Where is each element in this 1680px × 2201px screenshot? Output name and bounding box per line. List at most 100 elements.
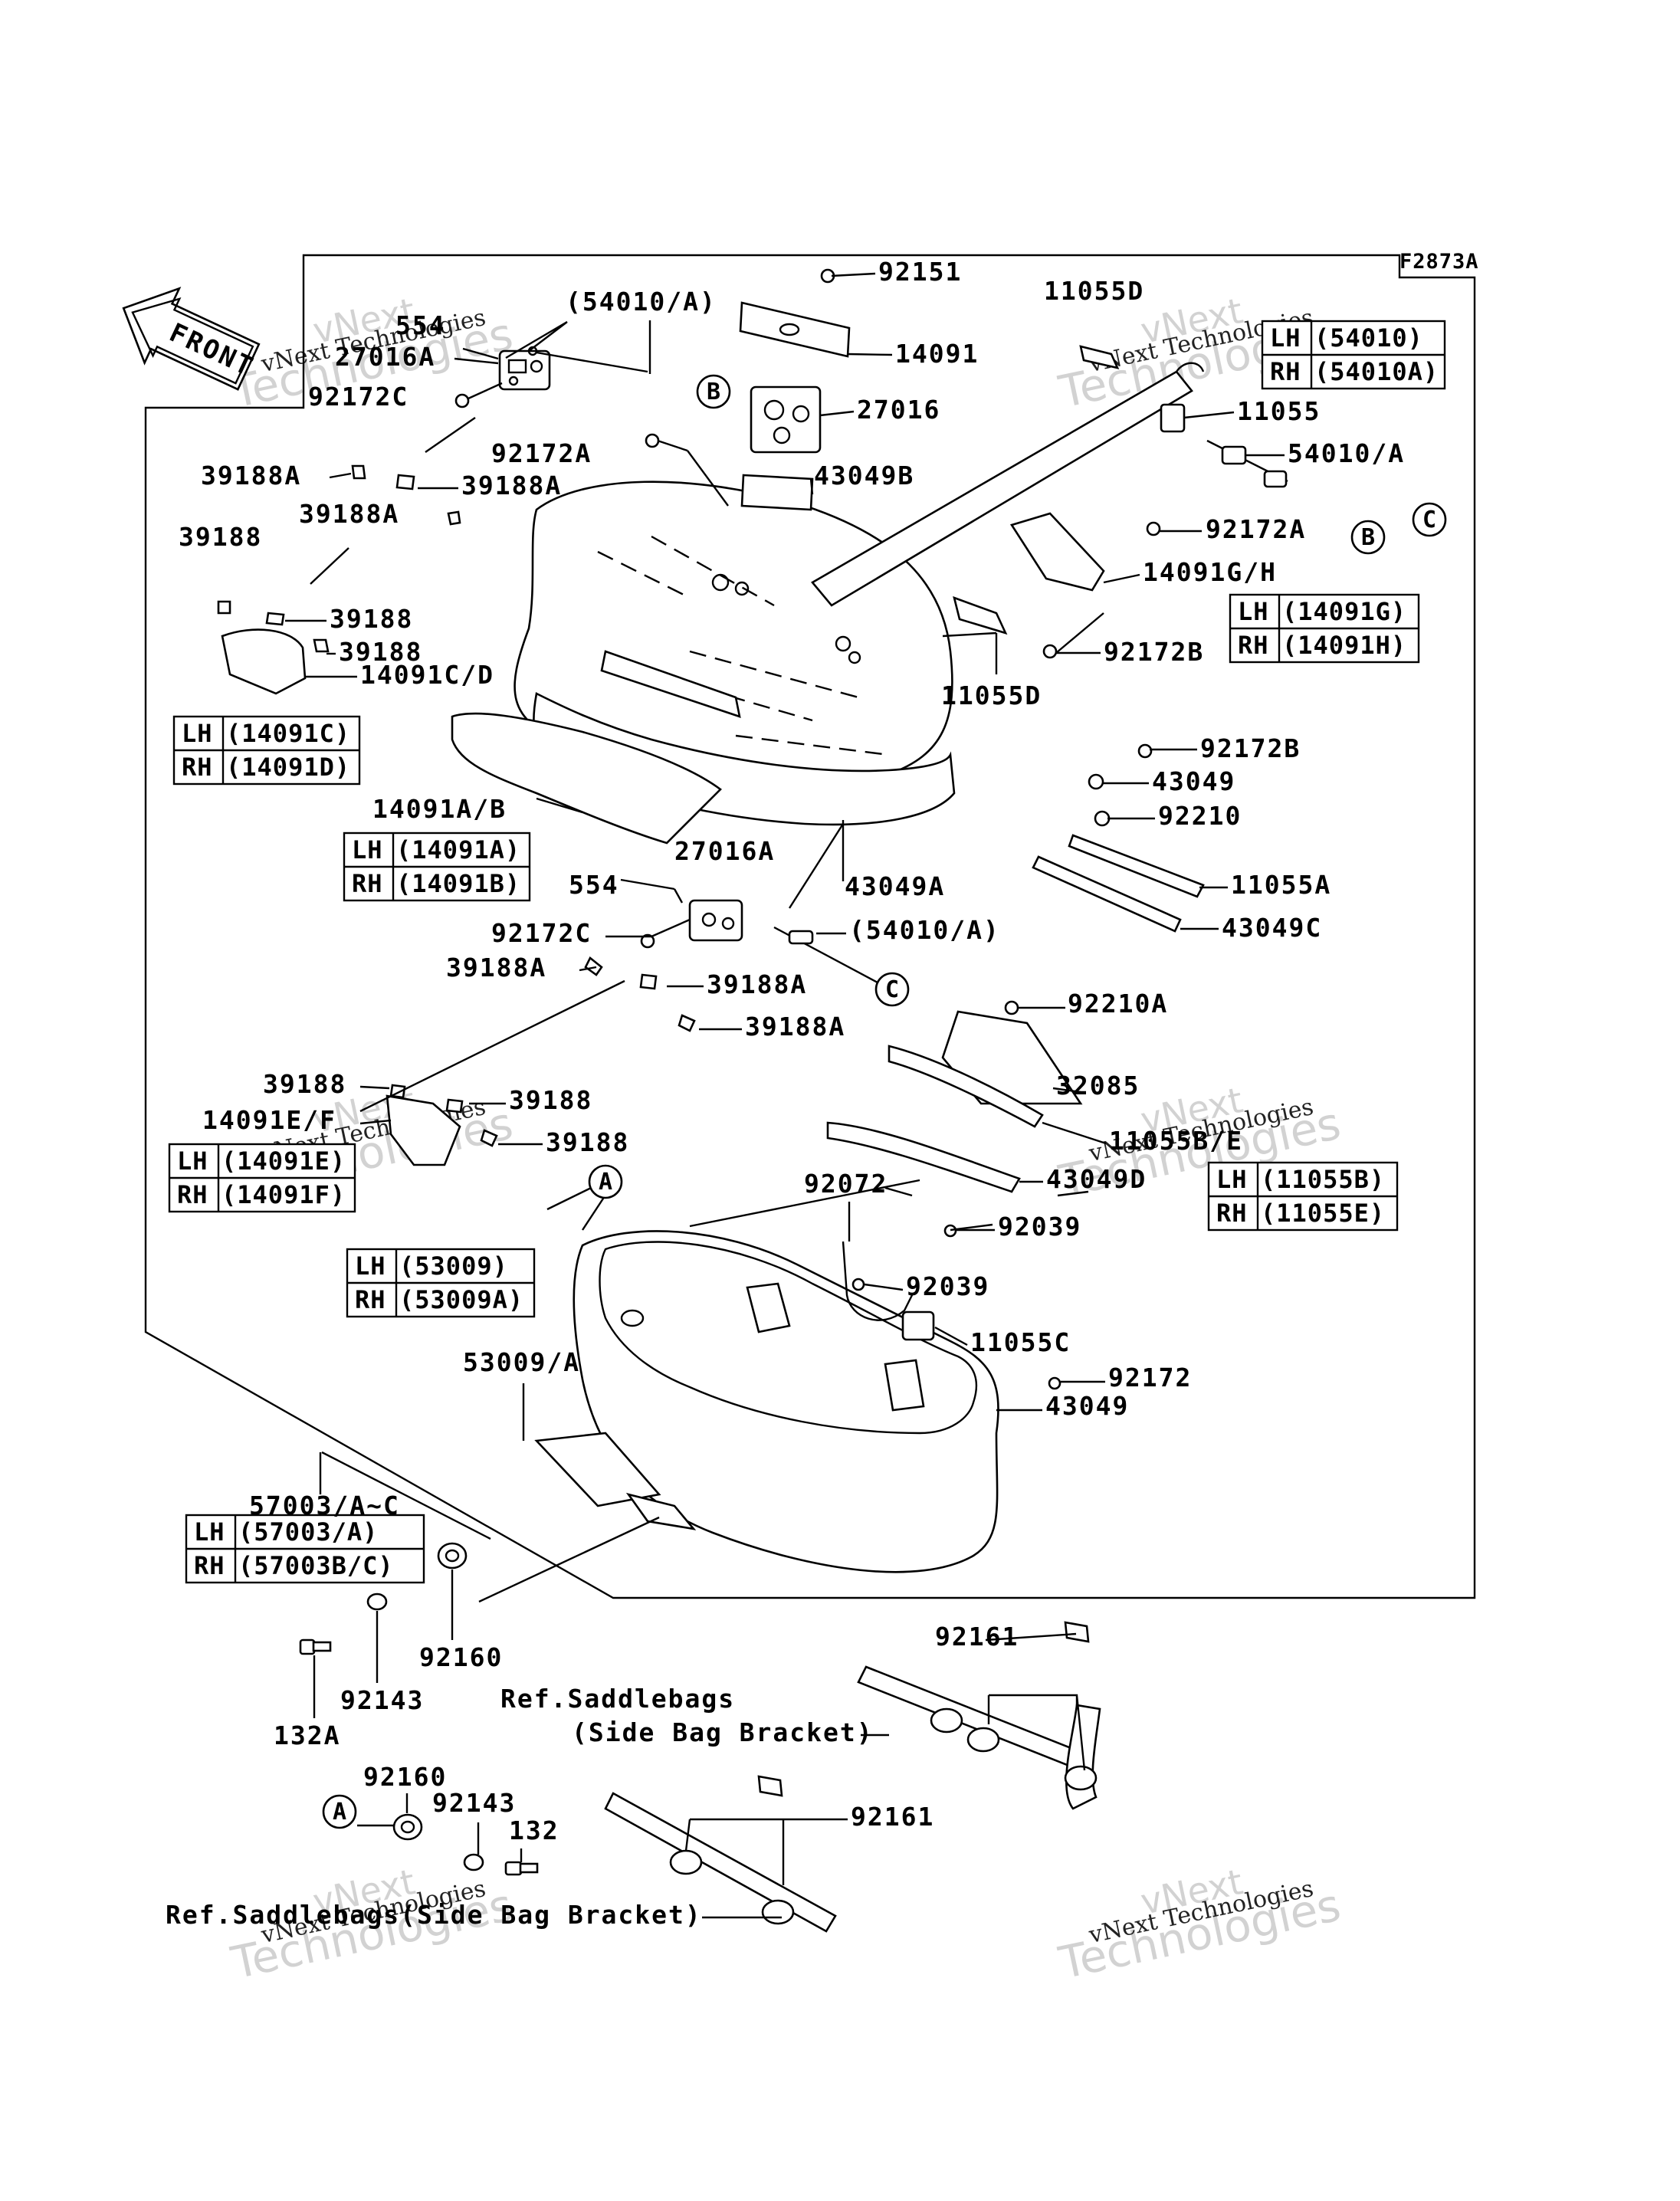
part-label: 39188	[339, 637, 422, 667]
reference-callout: B	[1350, 520, 1386, 555]
part-label: 92160	[419, 1642, 503, 1672]
part-label: 39188	[179, 522, 262, 552]
table-side: LH	[352, 835, 383, 864]
leader-lines	[285, 272, 1285, 1919]
collar-92143-lower	[463, 1853, 484, 1871]
table-side: LH	[1270, 323, 1301, 353]
part-label: 39188A	[461, 471, 562, 500]
strap-92072	[842, 1241, 914, 1321]
part-label: 39188A	[201, 461, 301, 490]
table-side: RH	[355, 1285, 386, 1314]
part-label: Ref.Saddlebags(Side Bag Bracket)	[166, 1900, 702, 1930]
reference-callout: B	[696, 374, 731, 409]
part-label: 27016	[857, 395, 940, 425]
side-cover-14091CD	[221, 628, 307, 695]
bolt-132A	[299, 1638, 332, 1655]
lid-latch-27016A	[498, 349, 551, 391]
grommet-92160	[437, 1542, 468, 1570]
part-label: 92210A	[1068, 989, 1168, 1018]
part-label: 11055	[1237, 396, 1321, 426]
part-label: 11055D	[1044, 276, 1144, 306]
callout-letter: B	[1361, 524, 1375, 551]
assembly-frame	[144, 254, 1476, 1599]
table-part-number: (53009A)	[399, 1285, 523, 1314]
table-side: RH	[1238, 631, 1269, 660]
lh-rh-table: LH(11055B)RH(11055E)	[1207, 1161, 1399, 1232]
reference-callouts: A A B B C C	[322, 374, 1447, 1829]
part-label: 92172B	[1200, 733, 1301, 763]
figure-code: F2873A	[1399, 250, 1479, 274]
table-part-number: (14091B)	[396, 869, 520, 898]
bag-mount-53009-lower	[625, 1492, 697, 1530]
lh-rh-table: LH(14091E)RH(14091F)	[168, 1143, 356, 1213]
part-label: 11055C	[970, 1327, 1071, 1357]
table-part-number: (57003B/C)	[238, 1551, 394, 1580]
callout-letter: B	[707, 379, 720, 405]
table-side: LH	[194, 1517, 225, 1547]
table-part-number: (54010A)	[1314, 357, 1439, 386]
part-label: 92172C	[308, 382, 409, 412]
lid-trim-rail	[451, 712, 722, 845]
table-part-number: (11055E)	[1261, 1199, 1385, 1228]
part-label: 39188A	[707, 969, 807, 999]
part-label: 43049	[1045, 1391, 1129, 1421]
saddlebag-case	[573, 1230, 999, 1573]
part-label: (54010/A)	[566, 287, 717, 317]
table-part-number: (14091H)	[1282, 631, 1406, 660]
lh-rh-table: LH (54010) RH (54010A)	[1261, 320, 1446, 390]
bag-mount-53009	[534, 1432, 661, 1507]
bracket-11055D-top	[1079, 345, 1120, 369]
lh-rh-table: LH(14091C)RH(14091D)	[172, 715, 361, 786]
lh-rh-table: LH(57003/A)RH(57003B/C)	[185, 1514, 425, 1584]
part-label: 92172	[1108, 1363, 1192, 1392]
part-label: (54010/A)	[849, 915, 1000, 945]
bracket-11055BE	[888, 1045, 1044, 1128]
part-label: 39188	[509, 1085, 592, 1115]
table-part-number: (14091G)	[1282, 597, 1406, 626]
collar-92143	[366, 1593, 388, 1611]
part-label: 554	[395, 310, 446, 340]
part-label: 32085	[1056, 1071, 1140, 1100]
part-label: 92072	[804, 1169, 888, 1199]
part-label: 14091	[895, 339, 979, 369]
part-label: 92039	[906, 1271, 989, 1301]
part-label: 43049	[1152, 766, 1235, 796]
bar-11055A	[1068, 834, 1205, 898]
lh-rh-table: LH(53009)RH(53009A)	[346, 1248, 536, 1318]
part-label: 39188A	[745, 1012, 845, 1041]
part-label: 92161	[851, 1802, 934, 1832]
callout-letter: A	[599, 1169, 612, 1196]
part-label: 554	[569, 870, 619, 900]
bar-43049C	[1032, 855, 1182, 933]
part-label: 92172A	[491, 438, 592, 468]
reference-callout: C	[874, 972, 910, 1007]
table-side: LH	[182, 719, 213, 748]
gasket-43049D	[826, 1121, 1021, 1193]
table-part-number: (11055B)	[1261, 1165, 1385, 1194]
bracket-11055C	[901, 1310, 935, 1341]
table-side: RH	[1270, 357, 1301, 386]
part-label: 39188A	[446, 953, 546, 982]
part-label: 39188	[330, 604, 413, 634]
part-label: 92160	[363, 1762, 447, 1792]
part-label: 92039	[998, 1212, 1081, 1242]
table-part-number: (54010)	[1314, 323, 1423, 353]
part-label: 11055D	[941, 681, 1042, 710]
table-part-number: (14091E)	[221, 1146, 346, 1176]
part-label: 54010/A	[1288, 438, 1405, 468]
part-label: 39188A	[299, 499, 399, 529]
gasket-43049B	[740, 474, 814, 511]
reference-callout: C	[1412, 502, 1447, 537]
part-label: 14091G/H	[1143, 557, 1277, 587]
grommet-92160-lower	[392, 1813, 423, 1841]
part-label: 39188	[263, 1069, 346, 1099]
part-label: 43049B	[814, 461, 914, 490]
bracket-11055D-mid	[953, 595, 1008, 635]
lid-support-bar	[811, 370, 1193, 607]
part-label: (Side Bag Bracket)	[572, 1717, 874, 1747]
lower-latch-27016A	[688, 899, 743, 942]
reference-callout: A	[322, 1794, 357, 1829]
bracket-14091GH	[1009, 512, 1105, 592]
